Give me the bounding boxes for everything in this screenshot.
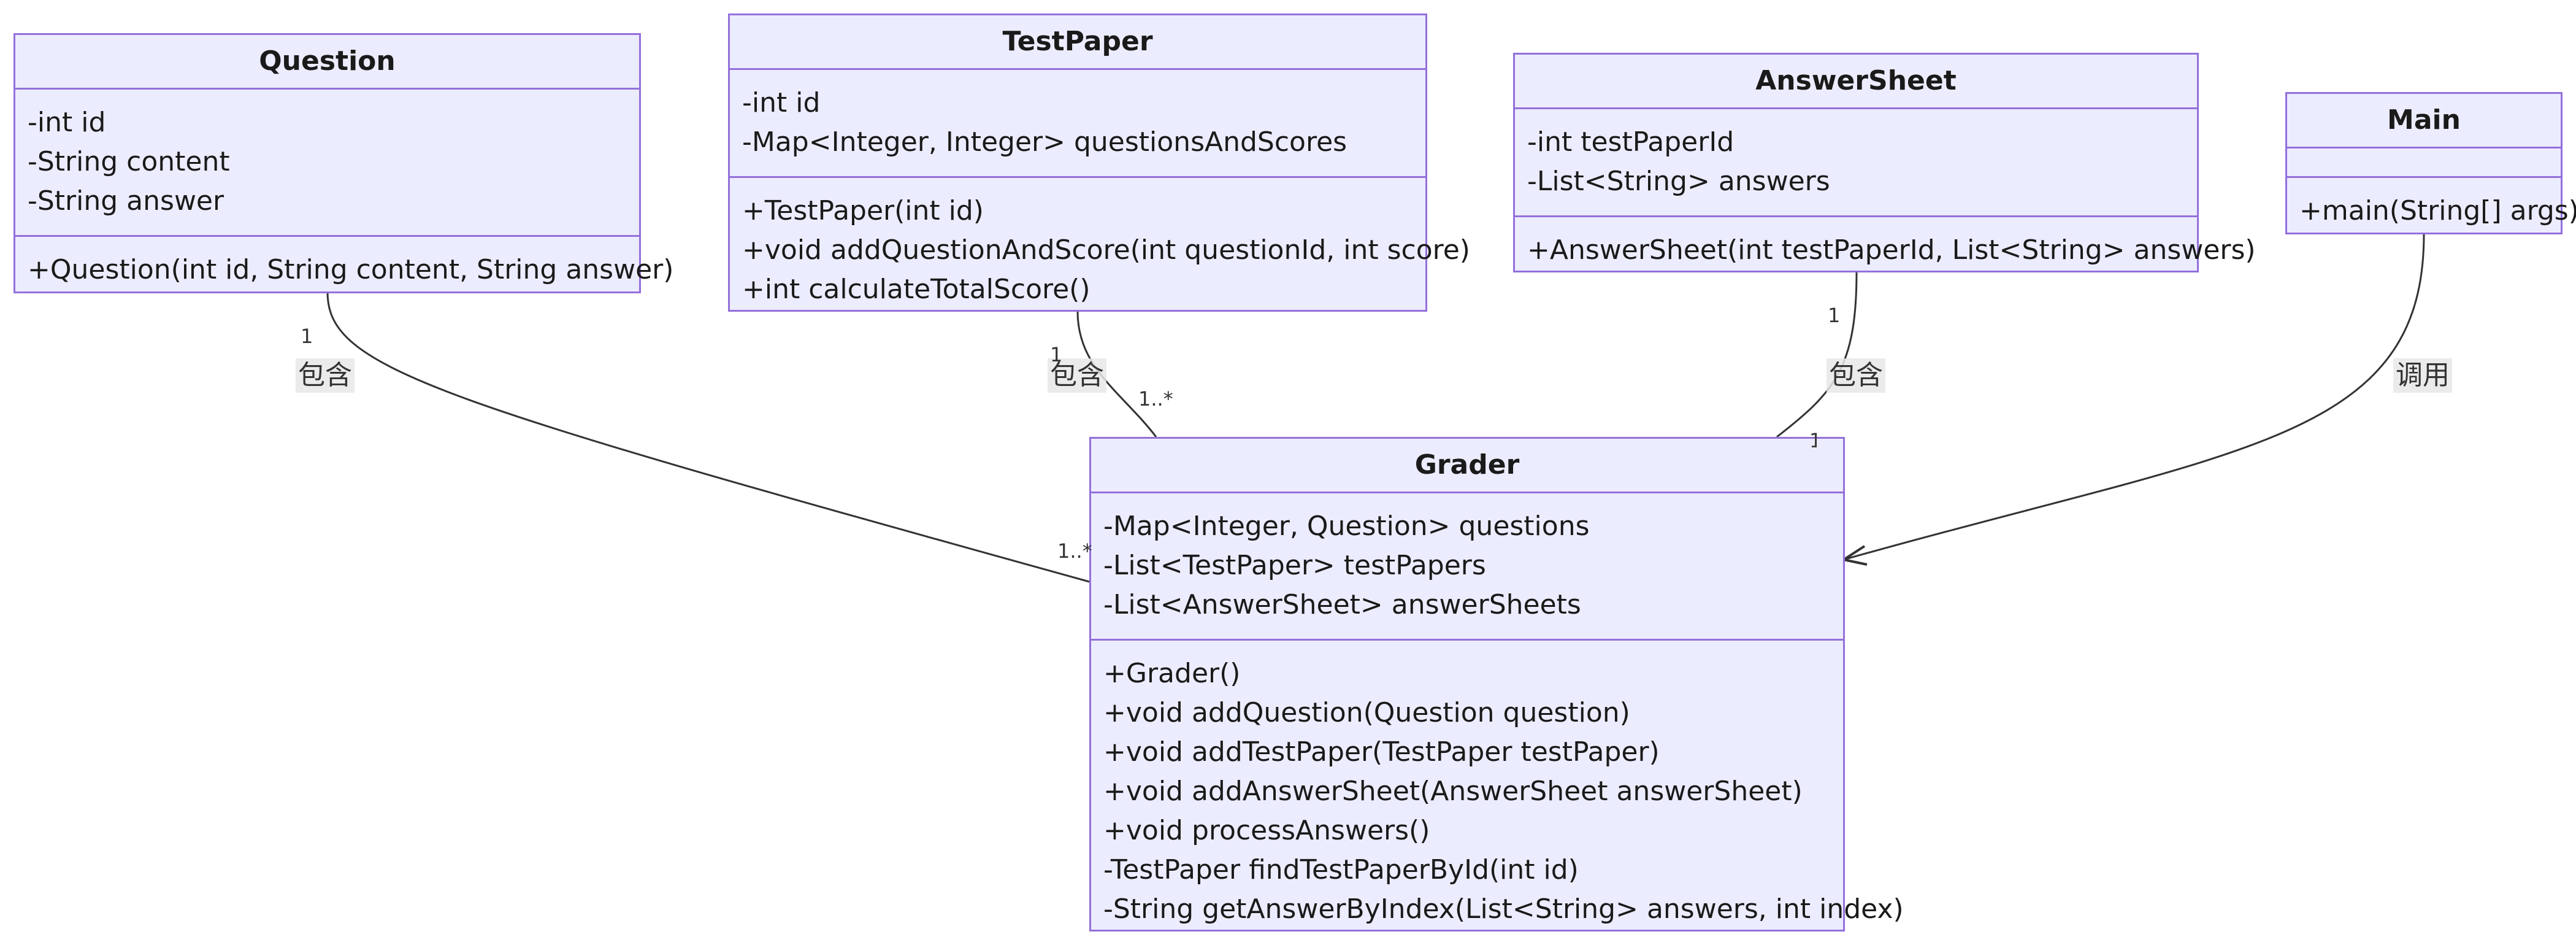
cardinality-grader-end-testpaper: 1..* <box>1138 387 1173 411</box>
attribute: -Map<Integer, Question> questions <box>1103 511 1590 542</box>
class-name: Question <box>259 45 396 77</box>
relation-label-testpaper-grader: 包含 <box>1048 358 1106 393</box>
method: +Grader() <box>1103 658 1241 689</box>
method: +TestPaper(int id) <box>742 195 984 226</box>
edge-main-grader <box>1843 234 2425 561</box>
methods-section: +Question(int id, String content, String… <box>15 235 674 290</box>
method: -TestPaper findTestPaperById(int id) <box>1103 854 1579 885</box>
method: -String getAnswerByIndex(List<String> an… <box>1103 893 1904 925</box>
attribute: -List<String> answers <box>1527 166 1830 197</box>
attributes-section <box>2287 147 2561 176</box>
relation-label-main-grader: 调用 <box>2393 358 2452 393</box>
method: +main(String[] args) <box>2299 195 2576 226</box>
attribute: -String content <box>28 146 230 177</box>
class-name: Grader <box>1414 449 1520 480</box>
class-name: AnswerSheet <box>1755 65 1957 96</box>
attribute: -List<AnswerSheet> answerSheets <box>1103 589 1581 620</box>
attribute: -List<TestPaper> testPapers <box>1103 550 1486 581</box>
method: +void addQuestion(Question question) <box>1103 697 1630 728</box>
attribute: -Map<Integer, Integer> questionsAndScore… <box>742 126 1347 158</box>
cardinality-grader-end-question: 1..* <box>1057 539 1092 563</box>
method: +Question(int id, String content, String… <box>28 254 674 285</box>
arrowhead-main-grader <box>1842 545 1868 566</box>
methods-section: +main(String[] args) <box>2287 176 2576 231</box>
method: +int calculateTotalScore() <box>742 274 1091 305</box>
cardinality-answersheet-end: 1 <box>1828 304 1841 327</box>
cardinality-question-end: 1 <box>301 325 313 348</box>
attribute: -int testPaperId <box>1527 126 1735 158</box>
method: +void processAnswers() <box>1103 815 1430 846</box>
attributes-section: -Map<Integer, Question> questions -List<… <box>1091 492 1843 639</box>
cardinality-testpaper-end: 1 <box>1050 343 1063 366</box>
method: +void addAnswerSheet(AnswerSheet answerS… <box>1103 776 1803 807</box>
attribute: -String answer <box>28 185 224 217</box>
edge-answersheet-grader <box>1776 272 1858 438</box>
relation-label-answersheet-grader: 包含 <box>1827 358 1885 393</box>
attribute: -int id <box>28 107 106 138</box>
attributes-section: -int id -Map<Integer, Integer> questions… <box>730 68 1425 176</box>
class-main: Main +main(String[] args) <box>2285 92 2576 234</box>
class-question: Question -int id -String content -String… <box>13 33 674 293</box>
method: +void addTestPaper(TestPaper testPaper) <box>1103 736 1660 768</box>
relation-label-question-grader: 包含 <box>296 358 355 393</box>
methods-section: +Grader() +void addQuestion(Question que… <box>1091 639 1904 929</box>
attribute: -int id <box>742 87 821 118</box>
method: +void addQuestionAndScore(int questionId… <box>742 234 1470 266</box>
class-name: Main <box>2387 104 2461 136</box>
methods-section: +TestPaper(int id) +void addQuestionAndS… <box>730 176 1470 309</box>
methods-section: +AnswerSheet(int testPaperId, List<Strin… <box>1515 215 2256 270</box>
class-name: TestPaper <box>1002 26 1153 57</box>
class-grader: Grader -Map<Integer, Question> questions… <box>1089 437 1904 932</box>
class-testpaper: TestPaper -int id -Map<Integer, Integer>… <box>728 14 1470 312</box>
attributes-section: -int testPaperId -List<String> answers <box>1515 107 2197 215</box>
method: +AnswerSheet(int testPaperId, List<Strin… <box>1527 234 2256 266</box>
edge-question-grader <box>326 291 1090 583</box>
attributes-section: -int id -String content -String answer <box>15 88 639 235</box>
class-answersheet: AnswerSheet -int testPaperId -List<Strin… <box>1513 53 2256 272</box>
cardinality-grader-end-answersheet: 1..* <box>1809 430 1817 452</box>
